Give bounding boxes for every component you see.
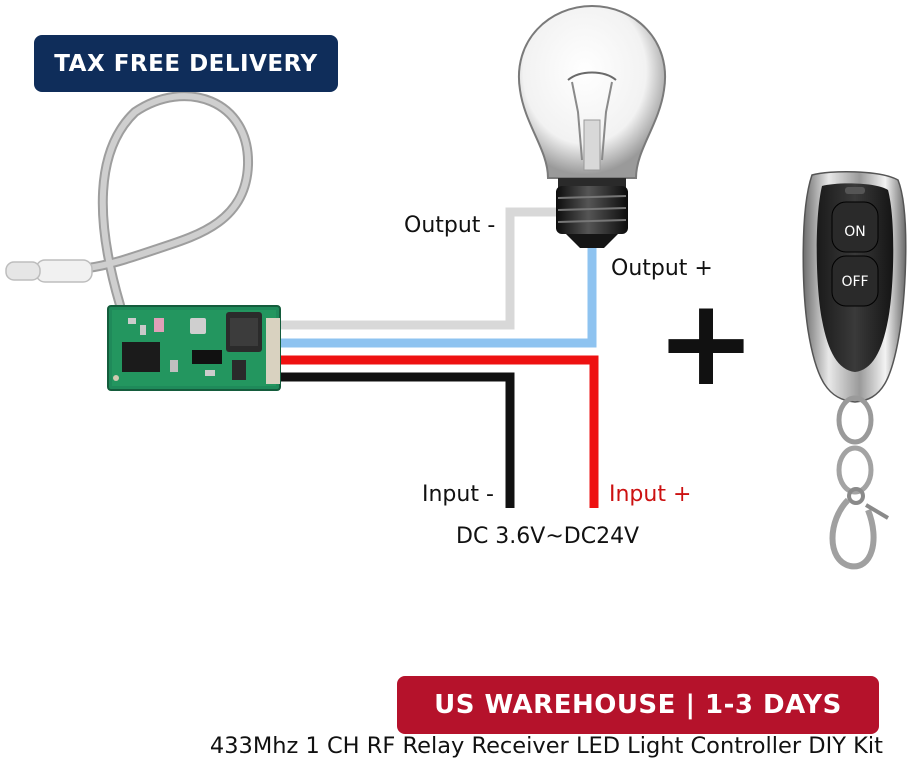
light-bulb bbox=[517, 4, 667, 248]
plus-sign: + bbox=[656, 274, 757, 413]
on-button-label: ON bbox=[844, 224, 866, 240]
wire-input-minus bbox=[276, 372, 515, 508]
label-input-minus: Input - bbox=[422, 482, 494, 507]
off-button[interactable] bbox=[831, 255, 879, 307]
relay-receiver-board bbox=[107, 305, 281, 391]
key-ring-icon bbox=[829, 395, 890, 570]
led-indicator bbox=[845, 187, 865, 194]
ic-chip bbox=[122, 342, 160, 372]
label-input-plus: Input + bbox=[609, 482, 691, 507]
label-output-plus: Output + bbox=[611, 256, 713, 281]
tax-free-badge: TAX FREE DELIVERY bbox=[34, 35, 338, 92]
off-button-label: OFF bbox=[841, 274, 868, 290]
antenna-tip bbox=[35, 259, 93, 283]
on-button[interactable] bbox=[831, 201, 879, 253]
us-warehouse-badge: US WAREHOUSE | 1-3 DAYS bbox=[397, 676, 879, 734]
wire-output-plus bbox=[276, 240, 597, 348]
wire-input-plus bbox=[276, 355, 599, 508]
wires bbox=[276, 207, 599, 508]
product-caption: 433Mhz 1 CH RF Relay Receiver LED Light … bbox=[209, 733, 883, 759]
label-output-minus: Output - bbox=[404, 213, 495, 238]
wire-output-minus bbox=[276, 207, 560, 330]
antenna-cable bbox=[5, 91, 254, 310]
label-voltage: DC 3.6V~DC24V bbox=[456, 524, 639, 549]
remote-keyfob: ON OFF bbox=[802, 170, 907, 570]
